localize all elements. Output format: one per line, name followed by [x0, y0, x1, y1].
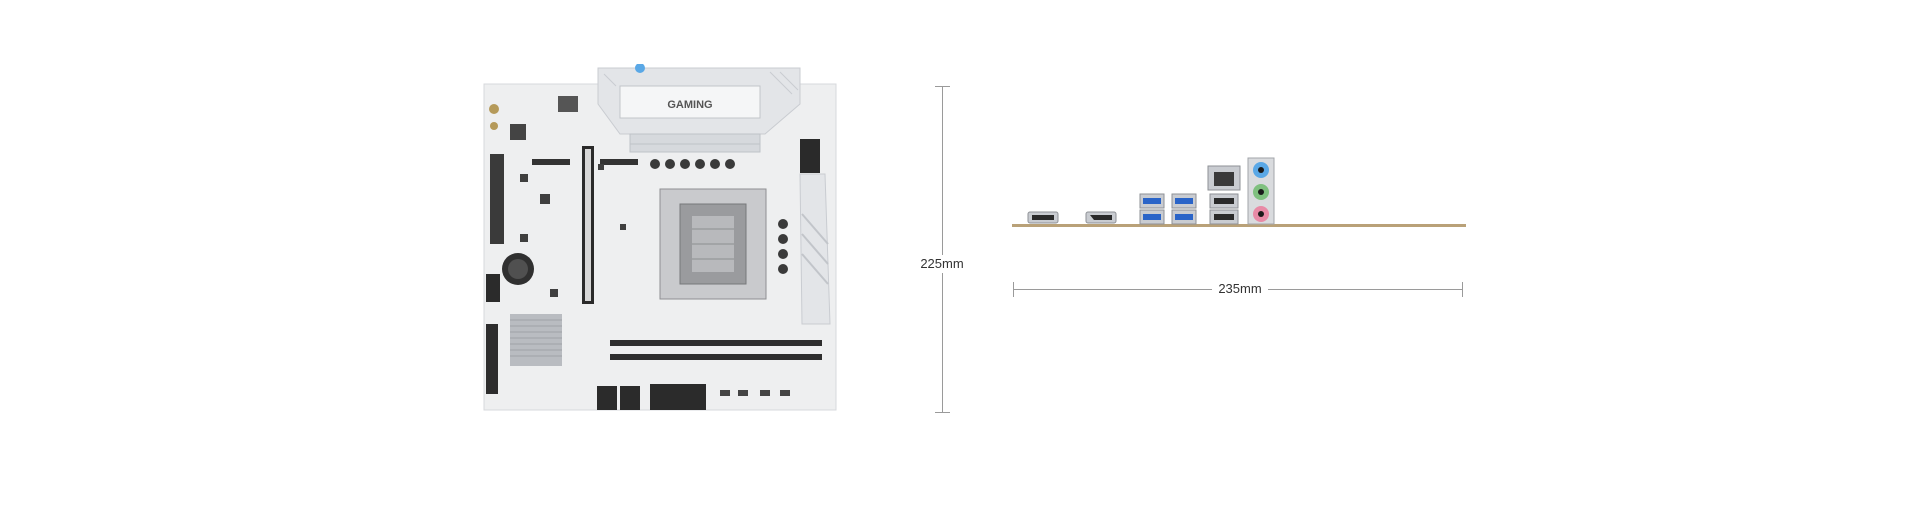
hdmi-port: [1027, 211, 1059, 224]
chipset-heatsink: [510, 314, 562, 366]
usb3-stack-1: [1139, 193, 1165, 225]
m2-slot-2: [600, 159, 638, 165]
rear-io-image: [1012, 150, 1466, 234]
width-dimension-label: 235mm: [1212, 280, 1268, 298]
displayport-port: [1085, 211, 1117, 224]
usb3-stack-2: [1171, 193, 1197, 225]
left-io-connectors: [486, 324, 498, 394]
io-shield-line: [1012, 224, 1466, 227]
width-dimension-cap-right: [1462, 282, 1463, 297]
motherboard-image: GAMING: [480, 64, 850, 416]
atx-24pin-connector: [650, 384, 706, 410]
rear-io-illustration: [1012, 157, 1466, 227]
lan-usb2-stack: [1207, 165, 1241, 225]
cpu-power-connector: [800, 139, 820, 173]
audio-jack-stack: [1247, 157, 1275, 225]
height-dimension-label: 225mm: [908, 255, 976, 273]
left-edge-header: [490, 154, 504, 244]
motherboard-illustration: GAMING: [483, 64, 837, 411]
height-dimension-line: [942, 86, 943, 413]
heatsink-label: GAMING: [667, 99, 712, 111]
m2-slot-1: [532, 159, 570, 165]
height-dimension-cap-top: [935, 86, 950, 87]
ram-slot-2: [610, 354, 822, 360]
ram-slot-1: [610, 340, 822, 346]
width-dimension-cap-left: [1013, 282, 1014, 297]
height-dimension-cap-bottom: [935, 412, 950, 413]
